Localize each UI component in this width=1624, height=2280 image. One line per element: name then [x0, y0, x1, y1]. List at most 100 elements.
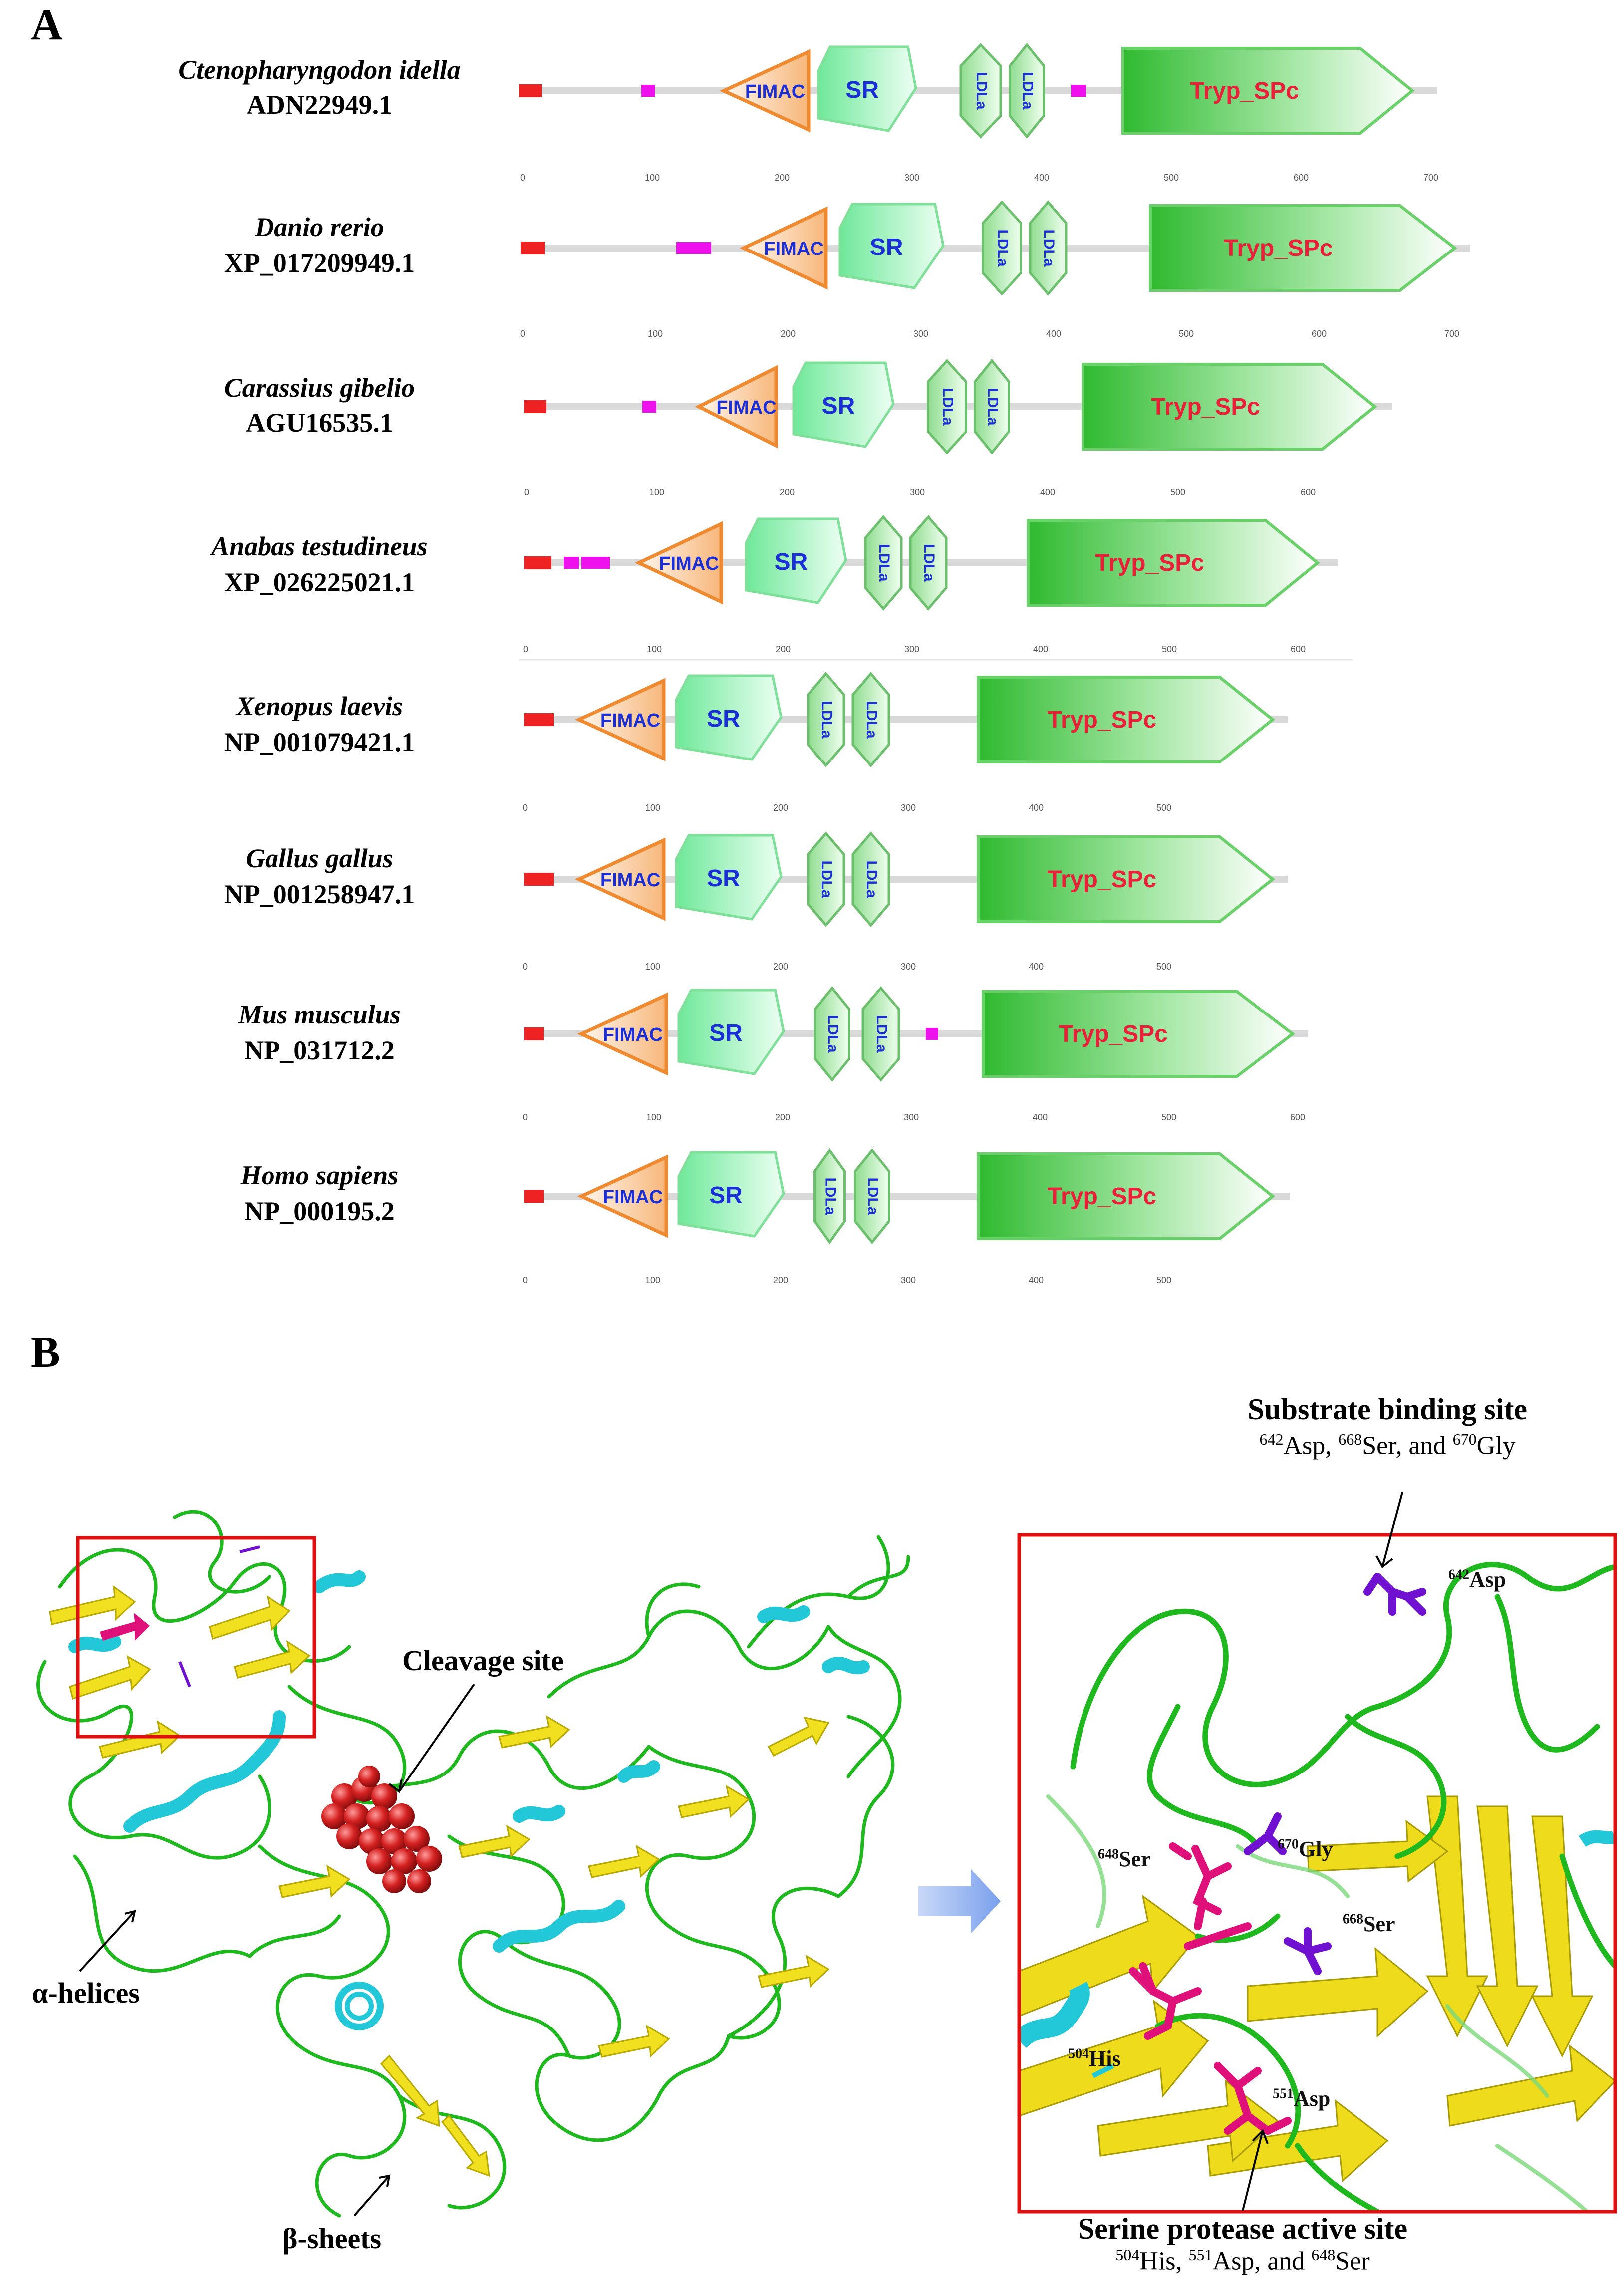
scale-tick-label: 500 — [1162, 644, 1177, 654]
tryp-spc-label: Tryp_SPc — [1059, 1021, 1168, 1047]
ldla-domain — [813, 1148, 846, 1245]
scale-tick-label: 600 — [1294, 173, 1309, 183]
scale-tick-label: 600 — [1291, 644, 1306, 654]
scale-tick-label: 0 — [523, 803, 528, 813]
fimac-label: FIMAC — [603, 1024, 663, 1045]
species-name: Xenopus laevis — [236, 691, 403, 721]
sr-label: SR — [707, 706, 740, 732]
tryp-spc-domain — [1082, 363, 1377, 451]
panel-b-label: B — [31, 1328, 60, 1377]
substrate-binding-residues: 642Asp, 668Ser, and 670Gly — [1259, 1430, 1516, 1460]
ldla-domain — [864, 515, 903, 611]
ldla-label: LDLa — [995, 230, 1011, 267]
sr-domain — [817, 45, 917, 132]
scale-tick-label: 300 — [904, 644, 919, 654]
zoomed-active-site — [1017, 1492, 1617, 2214]
tryp-spc-label: Tryp_SPc — [1190, 78, 1299, 104]
residue-label: 551Asp — [1273, 2086, 1331, 2111]
signal-peptide — [519, 84, 542, 97]
helix-coil-ring — [335, 1982, 384, 2030]
tryp-spc-domain — [982, 990, 1295, 1078]
fimac-label: FIMAC — [603, 1187, 663, 1208]
coil-loops — [36, 1510, 910, 2218]
species-name: Anabas testudineus — [211, 531, 428, 561]
tryp-spc-label: Tryp_SPc — [1047, 707, 1156, 733]
species-name: Carassius gibelio — [224, 373, 415, 403]
residue-label: 668Ser — [1343, 1911, 1395, 1936]
scale-tick-label: 0 — [520, 173, 525, 183]
scale-tick-label: 600 — [1312, 329, 1327, 339]
tryp-spc-domain — [1027, 519, 1320, 607]
accession-id: NP_000195.2 — [244, 1196, 395, 1226]
ldla-domain — [854, 1148, 890, 1244]
sr-domain — [677, 1151, 785, 1238]
ldla-domain — [807, 672, 845, 767]
sr-label: SR — [870, 234, 903, 260]
sr-domain — [745, 517, 847, 604]
tryp-spc-domain — [1121, 47, 1415, 135]
accession-id: NP_001258947.1 — [224, 879, 415, 909]
signal-peptide — [524, 873, 554, 886]
scale-tick-label: 300 — [910, 487, 925, 497]
sr-label: SR — [822, 393, 855, 419]
scale-tick-label: 500 — [1161, 1112, 1176, 1122]
ldla-label: LDLa — [940, 388, 956, 426]
scale-tick-label: 200 — [776, 644, 791, 654]
scale-tick-label: 300 — [904, 1112, 919, 1122]
scale-tick-label: 300 — [901, 962, 916, 972]
zoom-box — [1017, 1533, 1617, 2214]
scale-tick-label: 400 — [1029, 962, 1044, 972]
low-complexity-region — [641, 85, 655, 97]
sr-domain — [838, 203, 945, 289]
species-name: Ctenopharyngodon idella — [178, 55, 461, 85]
scale-tick-label: 200 — [775, 1112, 790, 1122]
species-name: Danio rerio — [255, 212, 384, 242]
scale-tick-label: 300 — [904, 173, 919, 183]
beta-sheets — [49, 1585, 830, 2177]
tryp-spc-domain — [1149, 204, 1457, 292]
scale-tick-label: 200 — [773, 962, 788, 972]
fimac-domain — [719, 49, 811, 133]
residue-label: 670Gly — [1278, 1836, 1333, 1861]
ldla-domain — [814, 986, 850, 1082]
sr-label: SR — [707, 865, 740, 892]
fimac-domain — [634, 521, 723, 605]
alpha-helices — [68, 1570, 870, 1953]
ldla-label: LDLa — [863, 701, 880, 739]
ldla-label: LDLa — [818, 701, 835, 739]
fimac-label: FIMAC — [659, 553, 719, 574]
ldla-label: LDLa — [1041, 230, 1057, 267]
sr-label: SR — [709, 1020, 743, 1046]
ldla-label: LDLa — [876, 544, 892, 582]
cleavage-site-label: Cleavage site — [402, 1644, 564, 1677]
scale-tick-label: 0 — [523, 644, 528, 654]
scale-tick-label: 100 — [645, 173, 660, 183]
signal-peptide — [524, 556, 551, 569]
tryp-spc-label: Tryp_SPc — [1095, 550, 1204, 576]
scale-tick-label: 100 — [647, 644, 662, 654]
scale-tick-label: 500 — [1156, 1275, 1171, 1285]
accession-id: XP_026225021.1 — [224, 567, 415, 597]
ldla-domain — [861, 986, 900, 1082]
sr-domain — [675, 674, 783, 761]
scale-tick-label: 500 — [1179, 329, 1194, 339]
accession-id: ADN22949.1 — [246, 90, 393, 120]
tryp-spc-label: Tryp_SPc — [1047, 1183, 1156, 1210]
scale-tick-label: 400 — [1034, 173, 1049, 183]
scale-tick-label: 100 — [645, 962, 660, 972]
accession-id: XP_017209949.1 — [224, 248, 415, 278]
fimac-label: FIMAC — [600, 710, 660, 731]
fimac-label: FIMAC — [600, 870, 660, 891]
ldla-label: LDLa — [985, 388, 1001, 426]
scale-tick-label: 100 — [649, 487, 664, 497]
accession-id: NP_031712.2 — [244, 1035, 395, 1065]
scale-tick-label: 200 — [773, 1275, 788, 1285]
scale-tick-label: 200 — [775, 173, 790, 183]
scale-tick-label: 600 — [1290, 1112, 1305, 1122]
scale-tick-label: 0 — [523, 1112, 528, 1122]
scale-tick-label: 300 — [913, 329, 928, 339]
ldla-domain — [1029, 200, 1068, 296]
tryp-spc-label: Tryp_SPc — [1151, 394, 1260, 420]
scale-tick-label: 0 — [523, 962, 528, 972]
